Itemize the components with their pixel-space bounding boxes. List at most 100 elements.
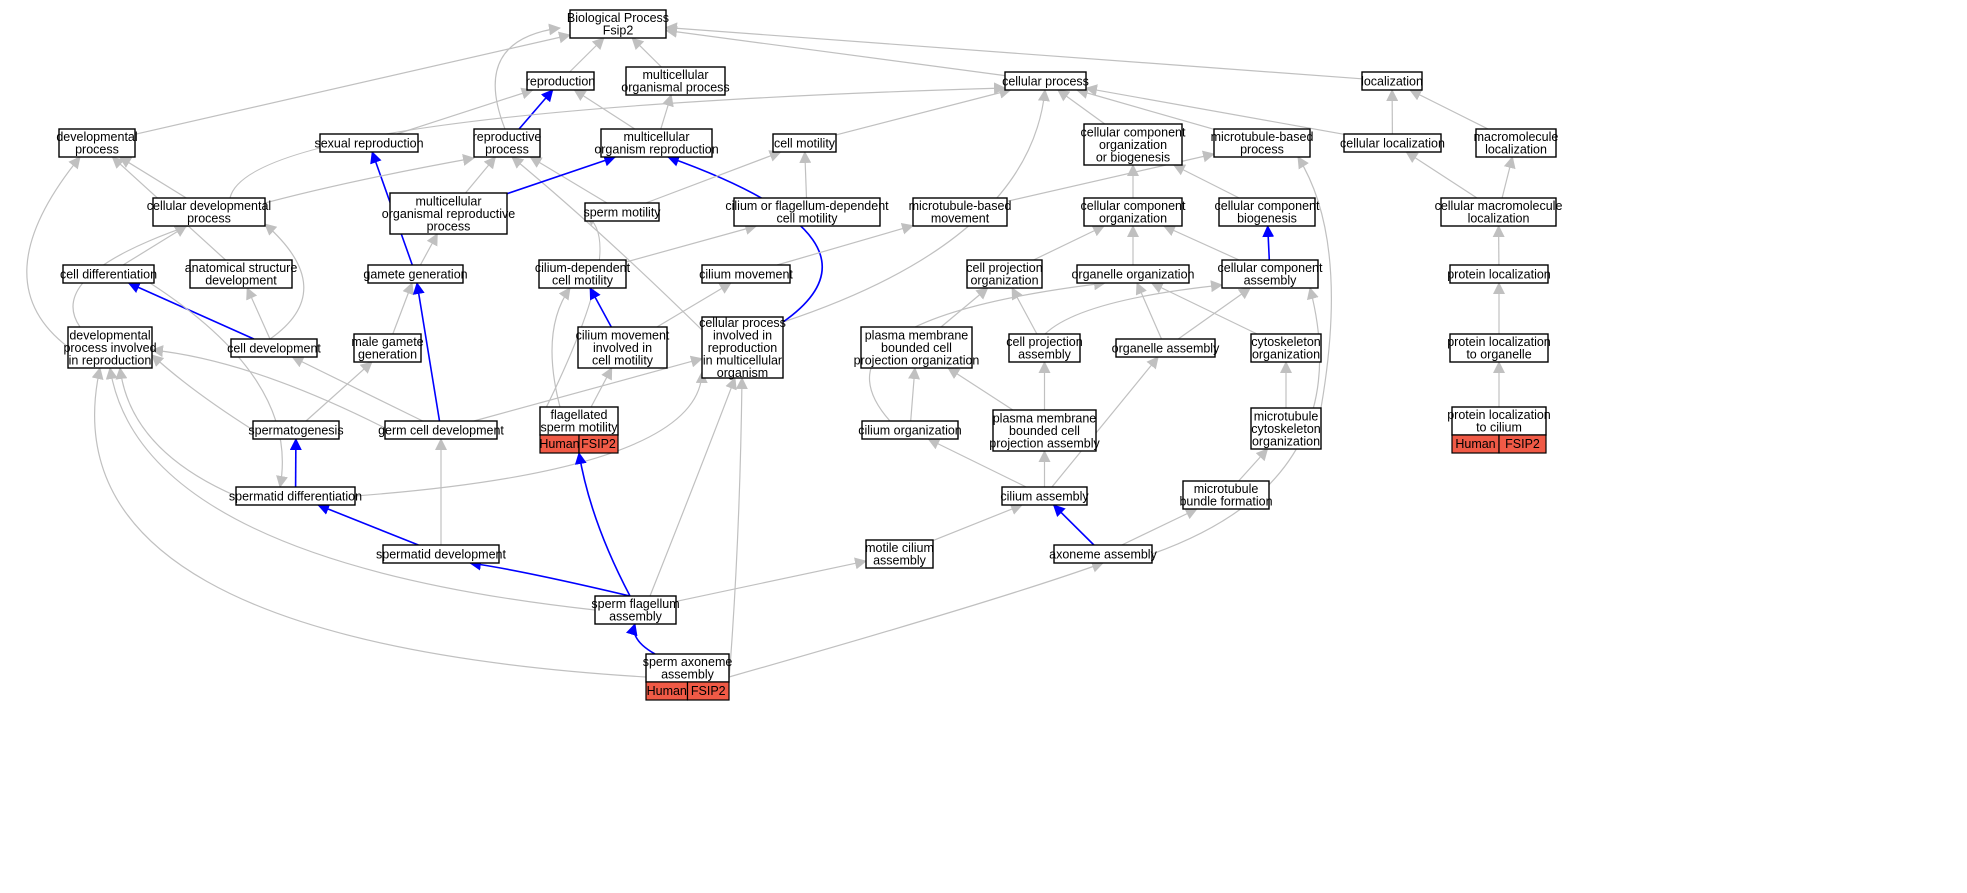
edge-sperm-flagellum-assembly-to-flagellated-sperm-motility (579, 453, 630, 596)
node-label-line: organization (970, 274, 1038, 288)
edge-organelle-assembly-to-cc-assembly (1178, 288, 1250, 339)
edge-sperm-axoneme-assembly-to-axoneme-assembly (729, 563, 1103, 677)
node-reproduction[interactable]: reproduction (526, 72, 596, 90)
badge-right-label: FSIP2 (1505, 437, 1540, 451)
node-label-line: reproduction (526, 74, 596, 88)
node-label-line: cell motility (592, 353, 654, 367)
node-label-line: process (485, 143, 529, 157)
node-cell-development[interactable]: cell development (227, 339, 321, 357)
node-label-line: germ cell development (378, 423, 504, 437)
node-label-line: gamete generation (363, 267, 467, 281)
node-localization[interactable]: localization (1361, 72, 1423, 90)
node-label-line: generation (358, 348, 417, 362)
edge-cilium-dependent-motility-to-cilium-flagellum-motility (626, 226, 756, 262)
node-sexual-reproduction[interactable]: sexual reproduction (314, 134, 423, 152)
edge-multicellular-organism-reproduction-to-multicellular-organismal-process (661, 95, 671, 129)
node-label-line: process (75, 143, 119, 157)
node-cilium-movement[interactable]: cilium movement (699, 265, 793, 283)
edge-localization-to-bp (666, 28, 1362, 79)
edge-cell-motility-to-cellular-process (836, 90, 1011, 135)
node-spermatogenesis[interactable]: spermatogenesis (248, 421, 343, 439)
node-axoneme-assembly[interactable]: axoneme assembly (1049, 545, 1157, 563)
node-organelle-organization[interactable]: organelle organization (1071, 265, 1194, 283)
edge-cell-development-to-anatomical-structure-development (247, 288, 270, 339)
node-label-line: localization (1468, 212, 1530, 226)
edge-sperm-axoneme-assembly-to-sperm-flagellum-assembly (634, 624, 655, 654)
node-cellular-process[interactable]: cellular process (1002, 72, 1089, 90)
node-label-line: process (187, 212, 231, 226)
edge-spermatid-differentiation-to-dev-process-reproduction (120, 368, 236, 496)
badge-left-label: Human (539, 437, 579, 451)
node-organelle-assembly[interactable]: organelle assembly (1112, 339, 1220, 357)
node-label-line: spermatogenesis (248, 423, 343, 437)
edge-axoneme-assembly-to-mt-bundle-formation (1122, 509, 1197, 545)
edge-spermatogenesis-to-dev-process-reproduction (152, 355, 253, 430)
node-protein-localization[interactable]: protein localization (1447, 265, 1551, 283)
node-label-line: projection assembly (989, 436, 1100, 450)
node-label-line: biogenesis (1237, 212, 1297, 226)
node-cellular-localization[interactable]: cellular localization (1340, 134, 1445, 152)
node-label-line: cell differentiation (60, 267, 157, 281)
node-label-line: or biogenesis (1096, 150, 1170, 164)
node-label-line: cilium organization (858, 423, 962, 437)
edge-cilium-organization-to-pm-projection-organization (911, 368, 915, 421)
node-label-line: spermatid differentiation (229, 489, 362, 503)
node-label-line: cilium movement (699, 267, 793, 281)
node-label-line: cellular localization (1340, 136, 1445, 150)
node-cilium-assembly[interactable]: cilium assembly (1000, 487, 1089, 505)
node-cell-motility[interactable]: cell motility (773, 134, 836, 152)
node-cilium-organization[interactable]: cilium organization (858, 421, 962, 439)
node-gamete-generation[interactable]: gamete generation (363, 265, 467, 283)
node-germ-cell-development[interactable]: germ cell development (378, 421, 504, 439)
badge-left-label: Human (647, 684, 687, 698)
node-cell-differentiation[interactable]: cell differentiation (60, 265, 157, 283)
node-label-line: sperm motility (540, 421, 618, 435)
node-sperm-motility[interactable]: sperm motility (583, 203, 661, 221)
node-label-line: organelle organization (1071, 267, 1194, 281)
edge-cellular-macromolecule-localization-to-macromolecule-localization (1502, 157, 1512, 198)
edge-sperm-flagellum-assembly-to-motile-cilium-assembly (676, 561, 866, 601)
edge-axoneme-assembly-to-cilium-assembly (1054, 505, 1094, 545)
node-label-line: cell motility (552, 274, 614, 288)
node-spermatid-development[interactable]: spermatid development (376, 545, 506, 563)
node-spermatid-differentiation[interactable]: spermatid differentiation (229, 487, 362, 505)
node-label-line: assembly (1244, 274, 1298, 288)
